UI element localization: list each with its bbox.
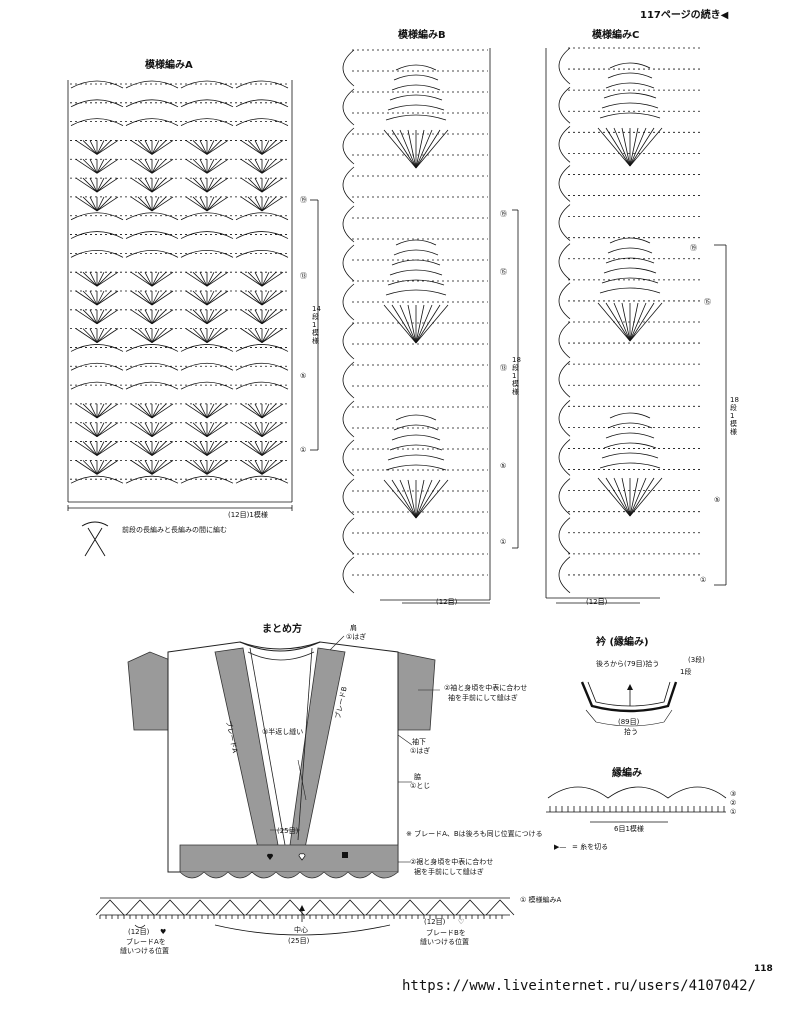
chart-a-row-19: ⑲ (300, 196, 307, 204)
collar-rows-top: (3段) (688, 656, 705, 664)
chart-b-title: 模様編みB (398, 30, 446, 41)
chart-b-row-1: ① (500, 538, 507, 546)
source-url: https://www.liveinternet.ru/users/410704… (402, 978, 757, 994)
chart-a-row-13: ⑬ (300, 272, 307, 280)
band-right-pos-2: 縫いつける位置 (420, 938, 469, 946)
band-left-pos-1: ブレードAを (126, 938, 166, 946)
side-label: 脇 (414, 773, 421, 781)
chart-b-row-19: ⑲ (500, 210, 507, 218)
sleeve-under-label: 袖下 (412, 738, 426, 746)
chart-a-row-1: ① (300, 446, 307, 454)
band-pattern-label: ① 模様編みA (520, 896, 562, 904)
cut-yarn-icon: ▶— (554, 843, 567, 851)
chart-c-title: 模様編みC (592, 30, 640, 41)
sleeve-note-2: 袖を手前にして縫はぎ (448, 694, 518, 702)
band-left-pos-2: 縫いつける位置 (120, 947, 169, 955)
band-left-heart-icon: ♥ (160, 928, 167, 936)
legend-note: 前段の長編みと長編みの間に編む (122, 526, 227, 534)
edging-title: 縁編み (612, 768, 642, 779)
band-right-heart-icon: ♡ (458, 918, 465, 926)
band-right-count: (12目) (424, 918, 446, 926)
edging-row-1: ① (730, 808, 737, 816)
collar-pick-up: 後ろから(79目)拾う (596, 660, 660, 668)
hem-note-2: 裾を手前にして縫はぎ (414, 868, 484, 876)
edging-row-3: ③ (730, 790, 737, 798)
edging-repeat: 6目1模様 (614, 825, 644, 833)
half-stitch-label: ③半返し縫い (262, 728, 304, 736)
chart-b-repeat-label: 18段1模様 (512, 356, 521, 397)
continued-label: 117ページの続き◀ (640, 10, 729, 21)
band-right-pos-1: ブレードBを (426, 929, 466, 937)
cut-yarn-label: = 糸を切る (572, 843, 609, 851)
chart-b-row-15: ⑮ (500, 268, 507, 276)
chart-a-repeat-label: 14段1模様 (312, 305, 321, 346)
band-center-count: (25目) (288, 937, 310, 945)
hem-note-1: ②裾と身頃を中表に合わせ (410, 858, 494, 866)
collar-pick-up-2: 拾う (624, 728, 638, 736)
edging-row-2: ② (730, 799, 737, 807)
collar-count: (89目) (618, 718, 640, 726)
chart-b-width-label: (12目) (436, 598, 458, 606)
chart-c-row-5: ⑤ (714, 496, 721, 504)
chart-c-row-15: ⑮ (704, 298, 711, 306)
chart-a-width-label: (12目)1模様 (228, 511, 268, 519)
chart-b-row-13: ⑬ (500, 364, 507, 372)
chart-a-rows (70, 80, 290, 484)
center-count-label: (25目) (277, 827, 299, 835)
shoulder-label: 肩 (350, 624, 357, 632)
page-number: 118 (754, 964, 773, 974)
chart-c-row-1: ① (700, 576, 707, 584)
chart-c-row-19: ⑲ (690, 244, 697, 252)
chart-a-title: 模様編みA (145, 60, 193, 71)
legend-symbol-icon (81, 521, 109, 557)
sleeve-under-join: ①はぎ (410, 747, 431, 755)
assembly-title: まとめ方 (262, 624, 302, 635)
sleeve-note-1: ②袖と身頃を中表に合わせ (444, 684, 528, 692)
braid-note: ※ ブレードA、Bは後ろも同じ位置につける (406, 830, 543, 838)
shoulder-join-label: ①はぎ (346, 633, 367, 641)
chart-c-repeat-label: 18段1模様 (730, 396, 739, 437)
side-join: ①とじ (410, 782, 431, 790)
collar-rows: 1段 (680, 668, 692, 676)
band-center-label: 中心 (294, 926, 308, 934)
chart-a-row-5: ⑤ (300, 372, 307, 380)
collar-title: 衿 (縁編み) (596, 637, 649, 648)
chart-b-row-5: ⑤ (500, 462, 507, 470)
chart-c-width-label: (12目) (586, 598, 608, 606)
band-left-count: (12目) (128, 928, 150, 936)
